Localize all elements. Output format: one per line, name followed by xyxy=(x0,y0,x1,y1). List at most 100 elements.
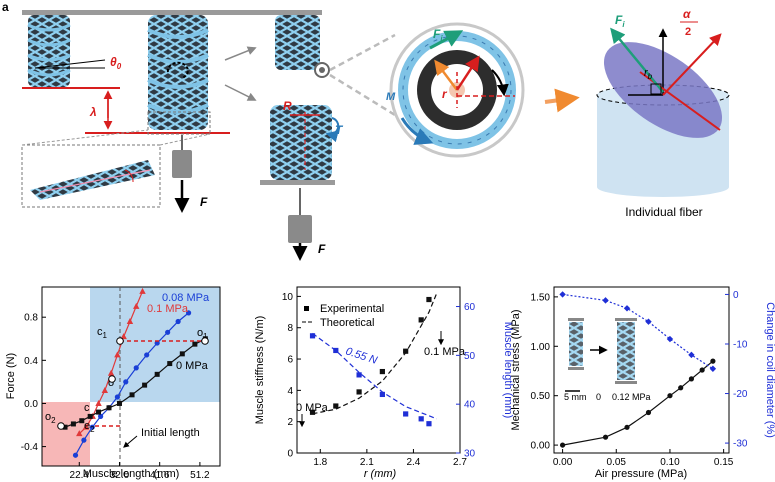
initial-length-label: Initial length xyxy=(141,427,200,439)
theta-angle-line xyxy=(34,59,106,69)
ytick-right-label-3-1: -10 xyxy=(733,339,748,350)
xtick-label-1-3: 51.2 xyxy=(190,470,210,481)
series2-2-point-4 xyxy=(403,411,409,417)
inset-photo xyxy=(565,318,637,392)
ytick-label-2-0: 0 xyxy=(287,449,293,460)
initial-length-arrow xyxy=(123,435,138,448)
series-1-point-5 xyxy=(114,394,120,400)
ylabel-right-3: Change in coil diameter (%) xyxy=(764,302,775,438)
ytick-right-label-2-1: 40 xyxy=(464,400,476,411)
series3-1-point-2 xyxy=(623,305,631,312)
legend-theoretical: Theoretical xyxy=(320,317,374,329)
xtick-label-3-3: 0.15 xyxy=(714,457,734,468)
ytick-label-2-5: 10 xyxy=(282,292,294,303)
series2-0-point-4 xyxy=(403,348,409,354)
Fi-fiber-label: Fi xyxy=(615,13,625,29)
M-label: M xyxy=(386,91,396,103)
series-1-point-11 xyxy=(175,318,181,325)
series-2-point-12 xyxy=(192,341,198,347)
series-0-point-4 xyxy=(101,387,109,394)
series3-0-point-4 xyxy=(667,393,673,399)
xtick-label-2-0: 1.8 xyxy=(313,457,327,468)
series2-0-point-5 xyxy=(418,317,424,323)
series-0-point-8 xyxy=(126,318,134,325)
series3-line-1 xyxy=(562,293,714,370)
plot-frame-3 xyxy=(553,286,730,454)
series-2-point-2 xyxy=(79,418,85,424)
label-e2: e2 xyxy=(84,420,95,434)
annot-055n: 0.55 N xyxy=(344,345,379,366)
series-1-point-10 xyxy=(165,329,171,335)
individual-fiber: Fi rb α 2 Individual fiber xyxy=(596,7,730,219)
series2-0-point-1 xyxy=(333,403,339,409)
series2-0-point-0 xyxy=(309,409,316,415)
series-1-point-2 xyxy=(89,424,95,430)
ytick-label-2-3: 6 xyxy=(287,355,293,366)
ylabel-3: Mechanical stress (MPa) xyxy=(510,309,522,430)
ytick-label-1-3: 0.8 xyxy=(24,313,38,324)
force-label-right: F xyxy=(318,242,326,256)
ytick-right-label-3-3: -30 xyxy=(733,439,748,450)
panel-letter: a xyxy=(2,0,9,14)
series-1-point-8 xyxy=(144,352,150,358)
series3-0-point-6 xyxy=(688,376,695,382)
series2-2-point-3 xyxy=(379,391,385,398)
series2-2-point-2 xyxy=(356,372,362,378)
label-o: o xyxy=(108,377,114,389)
series3-1-point-5 xyxy=(688,351,695,359)
inset-label-0: 0 xyxy=(596,392,601,402)
ytick-right-label-3-0: 0 xyxy=(733,290,739,301)
zoom-fiber xyxy=(30,160,155,200)
series2-2-point-5 xyxy=(418,416,424,422)
weight-right xyxy=(288,215,312,243)
ytick-label-2-1: 2 xyxy=(287,417,293,428)
ytick-label-1-0: -0.4 xyxy=(21,442,39,453)
series2-curve-1 xyxy=(312,293,438,415)
series2-0-point-2 xyxy=(356,389,362,395)
series3-0-point-8 xyxy=(710,358,716,364)
series3-0-point-5 xyxy=(678,385,684,391)
series2-0-point-3 xyxy=(379,368,385,375)
series-0-point-5 xyxy=(107,369,115,376)
series-2-point-9 xyxy=(154,371,160,377)
ytick-label-2-2: 4 xyxy=(287,386,293,397)
label-o2: o2 xyxy=(45,411,56,425)
point-o xyxy=(108,375,116,383)
ytick-label-3-2: 1.00 xyxy=(531,342,551,353)
series-0-point-7 xyxy=(120,333,127,340)
bottom-plate xyxy=(260,180,335,185)
label-c1: c1 xyxy=(97,326,108,340)
series-0-point-10 xyxy=(139,287,146,294)
series3-0-point-1 xyxy=(602,434,609,440)
schematic-panel: a θ0 λ F xyxy=(2,0,730,261)
series-2-point-6 xyxy=(116,400,122,406)
ytick-right-label-2-0: 30 xyxy=(464,449,476,460)
series3-0-point-2 xyxy=(624,424,630,430)
alpha-denominator: 2 xyxy=(685,26,691,38)
series2-curve-3 xyxy=(312,332,437,420)
series-2-point-11 xyxy=(179,351,185,357)
legend-01mpa: 0.1 MPa xyxy=(147,303,189,315)
theta0-label: θ0 xyxy=(110,55,122,71)
fiber-caption: Individual fiber xyxy=(625,205,702,219)
legend-exp-marker xyxy=(304,306,309,311)
series-2-point-0 xyxy=(62,424,68,430)
series-1-point-1 xyxy=(81,437,87,443)
xtick-label-1-2: 41.6 xyxy=(150,470,170,481)
shade-blue-region xyxy=(90,287,220,402)
point-o2 xyxy=(57,422,65,430)
series3-1-point-1 xyxy=(602,297,609,304)
xtick-label-3-1: 0.05 xyxy=(607,457,627,468)
rb-label: rb xyxy=(644,67,653,81)
label-c: c xyxy=(84,402,90,414)
legend-008mpa: 0.08 MPa xyxy=(162,292,210,304)
xtick-label-1-0: 22.4 xyxy=(70,470,90,481)
alpha-label: α xyxy=(683,7,691,21)
left-coil xyxy=(27,15,71,87)
ytick-right-label-2-2: 50 xyxy=(464,351,476,362)
xtick-label-2-3: 2.7 xyxy=(453,457,467,468)
label-o1: o1 xyxy=(197,327,208,341)
